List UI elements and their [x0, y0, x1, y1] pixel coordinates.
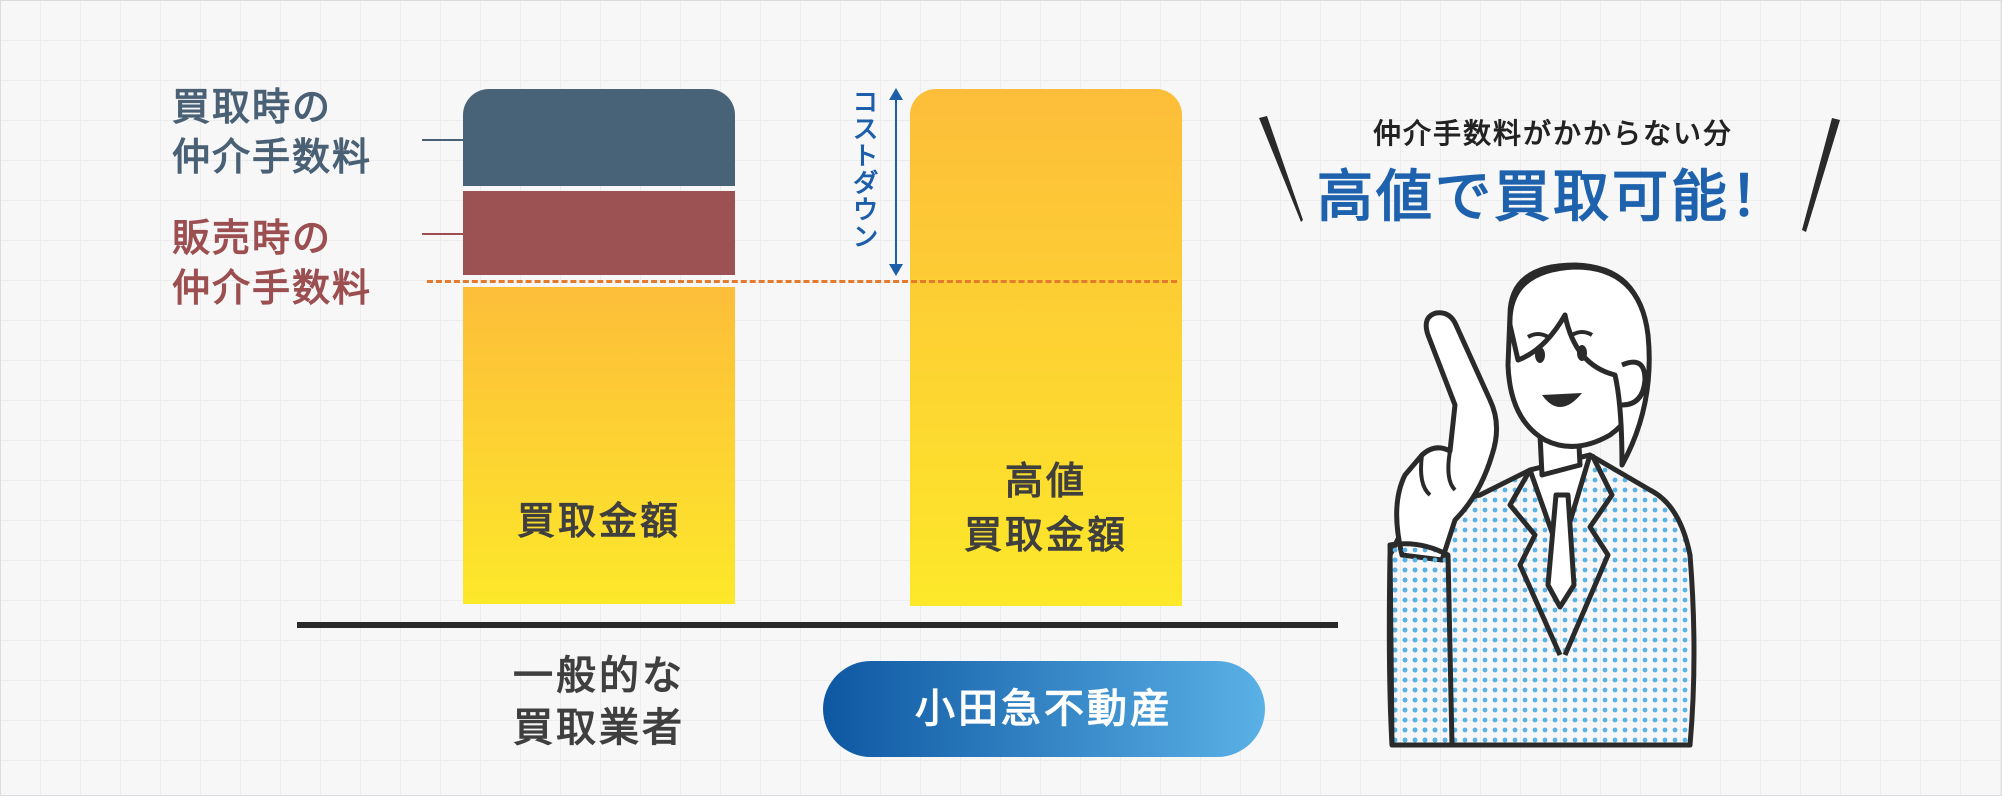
callout-title: 高値で買取可能！: [1317, 165, 1789, 230]
businessman-illustration: [1386, 262, 1697, 748]
general-company-label: 一般的な 買取業者: [463, 650, 735, 754]
general-company-label-line1: 一般的な: [513, 653, 685, 699]
buy-fee-label: 買取時の 仲介手数料: [172, 82, 372, 182]
sell-fee-label-line2: 仲介手数料: [172, 266, 373, 310]
sell-fee-label-line1: 販売時の: [172, 216, 333, 260]
general-amount-bar: 買取金額: [463, 287, 735, 604]
high-amount-label-line2: 買取金額: [963, 513, 1128, 557]
cost-down-label: コストダウン: [848, 88, 878, 250]
arrow-down-icon: [889, 264, 903, 276]
sell-fee-segment: [463, 191, 735, 275]
sell-fee-label: 販売時の 仲介手数料: [172, 213, 372, 313]
arrow-up-icon: [889, 88, 903, 100]
comparison-dashed-line: [427, 280, 1177, 283]
company-name-pill: 小田急不動産: [823, 661, 1265, 757]
buy-fee-segment: [463, 89, 735, 186]
sell-fee-leader-line: [422, 233, 464, 235]
high-amount-label: 高値 買取金額: [910, 454, 1182, 562]
general-company-label-line2: 買取業者: [513, 705, 685, 751]
buy-fee-label-line2: 仲介手数料: [172, 135, 373, 179]
emphasis-slash-left-icon: [1259, 116, 1303, 222]
chart-baseline: [297, 622, 1338, 628]
buy-fee-label-line1: 買取時の: [172, 85, 333, 129]
cost-down-arrow-line: [895, 94, 897, 274]
high-amount-bar: 高値 買取金額: [910, 89, 1182, 606]
callout-subtitle: 仲介手数料がかからない分: [1372, 117, 1733, 150]
high-amount-label-line1: 高値: [1004, 459, 1087, 503]
emphasis-slash-right-icon: [1802, 118, 1840, 232]
general-amount-label: 買取金額: [516, 499, 681, 543]
buy-fee-leader-line: [422, 139, 464, 141]
